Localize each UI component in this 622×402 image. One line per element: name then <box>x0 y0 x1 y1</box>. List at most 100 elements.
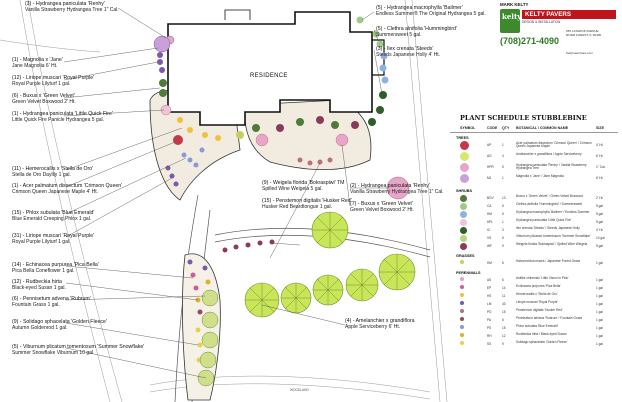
plant-symbol-icon <box>460 333 464 337</box>
schedule-code: HS <box>487 294 492 298</box>
callout-left-6-latin: (1) - Acer palmatum dissectum 'Crimson Q… <box>12 183 122 189</box>
schedule-qty: 1 <box>502 220 504 224</box>
callout-left-2-common: Royal Purple Lilyturf 1 gal. <box>12 81 70 87</box>
schedule-header-rule <box>450 132 618 133</box>
schedule-code: VS <box>487 236 492 240</box>
schedule-qty: 3 <box>502 228 504 232</box>
callout-right-6-common: Husker Red Beardtongue 1 gal. <box>262 204 332 210</box>
schedule-code: HPL <box>487 220 494 224</box>
callout-left-3-latin: (6) - Buxus x 'Green Velvet' <box>12 93 75 99</box>
schedule-size: 4' Ht. <box>596 228 604 232</box>
callout-right-7-common: Apple Serviceberry 6' Ht. <box>345 324 400 330</box>
schedule-size: 1 gal <box>596 278 603 282</box>
company-logo: MARK KELTY kelty KELTY PAVERS DESIGN & I… <box>500 2 618 64</box>
schedule-code: LM <box>487 302 492 306</box>
schedule-name: Buxus x 'Green Velvet' / Green Velvet Bo… <box>516 194 583 198</box>
schedule-name: Hydrangea paniculata 'Little Quick Fire' <box>516 218 572 222</box>
callout-left-10-latin: (12) - Rudbeckia hirta <box>12 279 62 285</box>
schedule-name: Rudbeckia hirta / Black-eyed Susan <box>516 332 567 336</box>
callout-left-5-common: Stella de Oro Daylily 1 gal. <box>12 172 71 178</box>
callout-left-1-latin: (1) - Magnolia x 'Jane' <box>12 57 63 63</box>
callout-right-4-common: Green Velvet Boxwood 2' Ht. <box>350 207 414 213</box>
schedule-code: SS <box>487 342 492 346</box>
schedule-size: 6' Ht. <box>596 154 604 158</box>
company-address: 255 LATHROP AVENUE RIVER FOREST, IL 6030… <box>566 29 602 37</box>
schedule-header-size: SIZE <box>596 126 604 130</box>
callout-right-1-common: Summersweet 5 gal. <box>376 32 422 38</box>
schedule-name: Viburnum plicatum tomentosum 'Summer Sno… <box>516 234 591 238</box>
plant-symbol-icon <box>460 174 469 183</box>
schedule-size: 1 gal <box>596 318 603 322</box>
plant-symbol-icon <box>460 163 469 172</box>
company-website: KeltyLawnCare.com <box>566 51 593 55</box>
schedule-code: AS <box>487 278 492 282</box>
schedule-size: 5 gal <box>596 220 603 224</box>
callout-left-8-latin: (31) - Liriope muscari 'Royal Purple' <box>12 233 94 239</box>
weigela-row <box>222 239 275 253</box>
schedule-name: Weigela florida 'Bokraspiwi' / Spilled W… <box>516 242 588 246</box>
callout-left-12-latin: (9) - Solidago sphacelata 'Golden Fleece… <box>12 319 107 325</box>
schedule-title: PLANT SCHEDULE STUBBLEBINE <box>460 114 587 122</box>
schedule-qty: 4 <box>502 154 504 158</box>
foundation-plantings <box>157 16 389 187</box>
schedule-qty: 1 <box>502 176 504 180</box>
callout-left-2-latin: (12) - Liriope muscari 'Royal Purple' <box>12 75 94 81</box>
schedule-code: EP <box>487 286 492 290</box>
schedule-code: HM <box>487 261 492 265</box>
schedule-code: WF <box>487 244 492 248</box>
brand-name: KELTY PAVERS <box>522 10 616 19</box>
callout-right-4-latin: (7) - Buxus x 'Green Velvet' <box>350 201 413 207</box>
schedule-qty: 5 <box>502 204 504 208</box>
schedule-name: Solidago sphacelata 'Golden Fleece' <box>516 340 568 344</box>
callout-left-4-common: Little Quick Fire Panicle Hydrangea 5 ga… <box>12 117 104 123</box>
callout-left-10-common: Black-eyed Susan 1 gal. <box>12 285 66 291</box>
specimen-trees <box>153 35 410 200</box>
callout-right-6-latin: (15) - Penstemon digitalis 'Husker Red' <box>262 198 352 204</box>
logo-mark-text: kelty <box>502 12 522 21</box>
callout-right-3-common: Vanilla Strawberry Hydrangea Tree 1" Cal… <box>350 189 444 195</box>
schedule-code: AP <box>487 143 492 147</box>
plant-symbol-icon <box>460 277 464 281</box>
callout-right-3-latin: (2) - Hydrangea paniculata 'Renhy' <box>350 183 430 189</box>
schedule-qty: 11 <box>502 294 506 298</box>
plant-symbol-icon <box>460 235 467 242</box>
callout-left-9-common: Pica Bella Coneflower 1 gal. <box>12 268 75 274</box>
schedule-size: 4' Ht. <box>596 143 604 147</box>
callout-left-11-latin: (6) - Pennisetum advena 'Rubrum' <box>12 296 91 302</box>
schedule-size: 1 gal <box>596 326 603 330</box>
callout-left-1-common: Jane Magnolia 6' Ht. <box>12 63 57 69</box>
right-callouts: (5) - Hydrangea macrophylla 'Bailmer' En… <box>262 5 486 330</box>
schedule-size: 1 gal <box>596 302 603 306</box>
plant-symbol-icon <box>460 325 464 329</box>
callout-left-12-common: Autumn Goldenrod 1 gal. <box>12 325 68 331</box>
plant-symbol-icon <box>460 219 467 226</box>
schedule-name: Hydrangea paniculata 'Renhy' / Vanilla S… <box>516 163 587 171</box>
schedule-code: MJ <box>487 176 492 180</box>
callout-left-8-common: Royal Purple Lilyturf 1 gal. <box>12 239 70 245</box>
callout-left-3-common: Green Velvet Boxwood 2' Ht. <box>12 99 76 105</box>
callout-right-5-common: Spilled Wine Weigela 5 gal. <box>262 186 323 192</box>
schedule-name: Penstemon digitalis 'Husker Red' <box>516 308 563 312</box>
plant-symbol-icon <box>460 293 464 297</box>
callout-right-0-latin: (5) - Hydrangea macrophylla 'Bailmer' <box>376 5 463 11</box>
schedule-size: 1" Cal. <box>596 165 606 169</box>
viburnum-shrubs <box>197 289 219 387</box>
callout-left-0-latin: (3) - Hydrangea paniculata 'Renhy' <box>25 1 105 7</box>
schedule-code: HM <box>487 212 492 216</box>
schedule-size: 10 gal <box>596 236 605 240</box>
schedule-qty: 5 <box>502 165 504 169</box>
schedule-size: 1 gal <box>596 261 603 265</box>
schedule-header-qty: QTY <box>502 126 510 130</box>
